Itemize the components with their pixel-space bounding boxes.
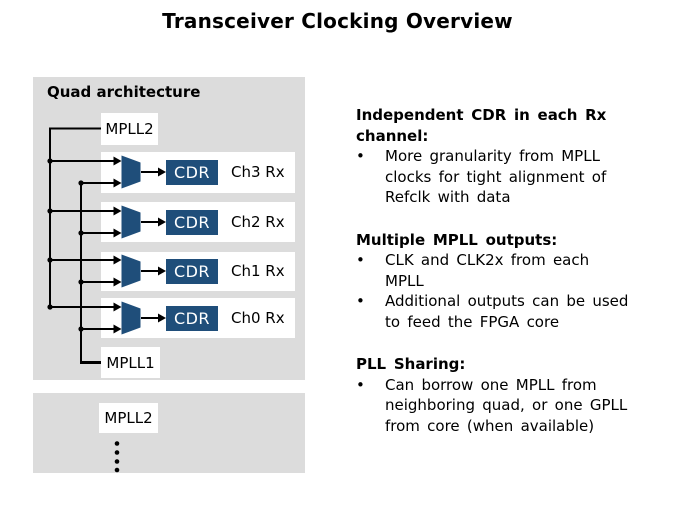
bullet-line: neighboring quad, or one GPLL	[385, 396, 628, 414]
cdr-box-ch3: CDR	[166, 159, 218, 185]
section-mpll-outputs: Multiple MPLL outputs: • CLK and CLK2x f…	[356, 230, 658, 333]
bullet-line: Can borrow one MPLL from	[385, 375, 597, 394]
quad-panel-title: Quad architecture	[47, 83, 201, 101]
notes-column: Independent CDR in each Rx channel: • Mo…	[356, 105, 658, 436]
cdr-box-ch2: CDR	[166, 209, 218, 235]
channel-label-ch0: Ch0 Rx	[231, 309, 285, 327]
page-title: Transceiver Clocking Overview	[162, 9, 513, 33]
mpll1-box: MPLL1	[101, 347, 160, 378]
bullet-item: • CLK and CLK2x from each MPLL	[356, 250, 658, 291]
bullet-item: • More granularity from MPLL clocks for …	[356, 146, 658, 208]
channel-label-ch1: Ch1 Rx	[231, 262, 285, 280]
channel-label-ch3: Ch3 Rx	[231, 163, 285, 181]
section-heading: channel:	[356, 126, 429, 145]
mpll2-bottom-label: MPLL2	[104, 409, 153, 427]
bullet-icon: •	[356, 251, 365, 269]
cdr-box-ch1: CDR	[166, 258, 218, 284]
bullet-line: Refclk with data	[385, 188, 511, 206]
section-heading: Independent CDR in each Rx	[356, 106, 607, 124]
section-heading: Multiple MPLL outputs:	[356, 230, 558, 249]
section-independent-cdr: Independent CDR in each Rx channel: • Mo…	[356, 105, 658, 208]
section-pll-sharing: PLL Sharing: • Can borrow one MPLL from …	[356, 354, 658, 436]
bullet-line: CLK and CLK2x from each	[385, 251, 590, 269]
next-quad-panel	[33, 393, 305, 473]
bullet-icon: •	[356, 292, 365, 310]
mpll2-top-label: MPLL2	[105, 120, 154, 138]
channel-label-ch2: Ch2 Rx	[231, 213, 285, 231]
bullet-icon: •	[356, 147, 365, 165]
mpll1-label: MPLL1	[106, 353, 155, 372]
bullet-line: to feed the FPGA core	[385, 312, 560, 331]
bullet-line: from core (when available)	[385, 416, 595, 435]
bullet-icon: •	[356, 375, 365, 394]
bullet-line: Additional outputs can be used	[385, 292, 629, 310]
bullet-item: • Can borrow one MPLL from neighboring q…	[356, 375, 658, 437]
mpll2-bottom-box: MPLL2	[99, 403, 158, 433]
section-heading: PLL Sharing:	[356, 355, 466, 373]
cdr-box-ch0: CDR	[166, 305, 218, 331]
mpll2-top-box: MPLL2	[101, 113, 158, 145]
bullet-line: clocks for tight alignment of	[385, 167, 607, 186]
bullet-line: MPLL	[385, 271, 424, 290]
bullet-line: More granularity from MPLL	[385, 147, 600, 165]
bullet-item: • Additional outputs can be used to feed…	[356, 291, 658, 332]
